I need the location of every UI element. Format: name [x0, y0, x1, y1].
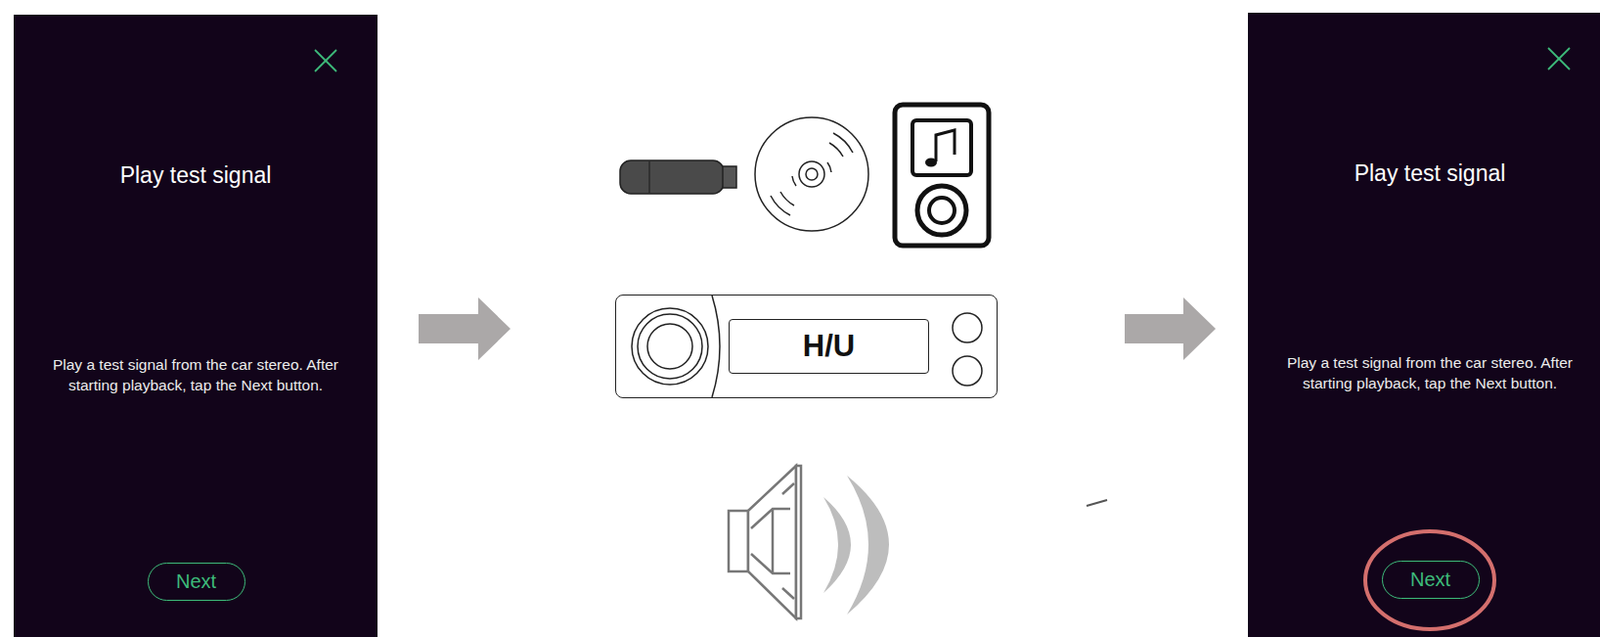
cd-disc	[755, 117, 869, 231]
stray-mark	[1086, 499, 1108, 506]
highlight-circle	[1365, 531, 1495, 629]
screen-instructions: Play a test signal from the car stereo. …	[48, 354, 343, 396]
mp3-player	[894, 104, 989, 246]
next-button: Next	[147, 562, 246, 601]
head-unit-display: H/U	[728, 318, 930, 374]
button-label: Next	[148, 563, 244, 599]
speaker-symbol	[728, 465, 801, 619]
flow-arrow	[1124, 297, 1216, 360]
screen-instructions: Play a test signal from the car stereo. …	[1283, 352, 1577, 394]
phone-screen: Play test signalPlay a test signal from …	[13, 14, 378, 637]
sound-waves	[823, 475, 889, 615]
head-unit: H/U	[615, 294, 998, 399]
usb-stick	[620, 160, 737, 194]
next-button: Next	[1381, 560, 1480, 599]
flow-arrow	[418, 297, 511, 360]
phone-screen: Play test signalPlay a test signal from …	[1247, 12, 1600, 637]
screen-title: Play test signal	[1247, 159, 1600, 187]
button-label: Next	[1382, 561, 1478, 597]
screen-title: Play test signal	[13, 161, 378, 189]
close-icon	[1548, 47, 1570, 70]
close-icon	[314, 49, 337, 72]
head-unit-details	[631, 295, 982, 398]
